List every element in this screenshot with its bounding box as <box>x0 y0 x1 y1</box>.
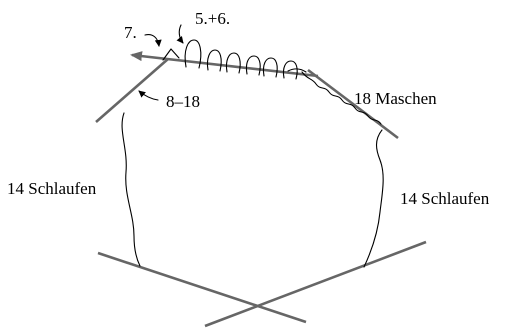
pointer-arrow-rows-five-six <box>176 24 184 44</box>
stitch-loop <box>262 57 278 78</box>
stitch-loop <box>245 55 261 76</box>
pointer-arrow-rows-eight-eighteen <box>138 90 159 101</box>
right-needle <box>307 68 399 140</box>
loops-strand-left <box>121 112 141 267</box>
stitch-loop <box>206 49 222 72</box>
labels: 7. 5.+6. 8–18 18 Maschen 14 Schlaufen 14… <box>7 9 490 208</box>
stitch-loops <box>162 39 298 80</box>
stitch-loop <box>282 60 298 80</box>
stitch-loop <box>162 48 180 61</box>
label-row-seven: 7. <box>124 23 137 42</box>
label-loops-right: 14 Schlaufen <box>400 189 490 208</box>
bottom-needle-left-to-right <box>97 251 307 324</box>
left-needle <box>95 58 169 123</box>
label-loops-left: 14 Schlaufen <box>7 179 97 198</box>
pointer-arrow-row-seven <box>144 34 162 47</box>
stitches-right-needle <box>301 71 382 125</box>
label-rows-eight-eighteen: 8–18 <box>166 92 200 111</box>
needles <box>95 51 427 328</box>
stitch-loop <box>184 39 202 69</box>
bottom-needle-right-to-left <box>204 240 427 328</box>
label-rows-five-six: 5.+6. <box>195 9 230 28</box>
top-needle-with-arrow <box>130 51 319 78</box>
yarn-tail <box>287 68 307 73</box>
label-stitches: 18 Maschen <box>354 89 437 108</box>
stitch-loop <box>225 52 241 74</box>
loops-strand-right <box>363 129 384 268</box>
